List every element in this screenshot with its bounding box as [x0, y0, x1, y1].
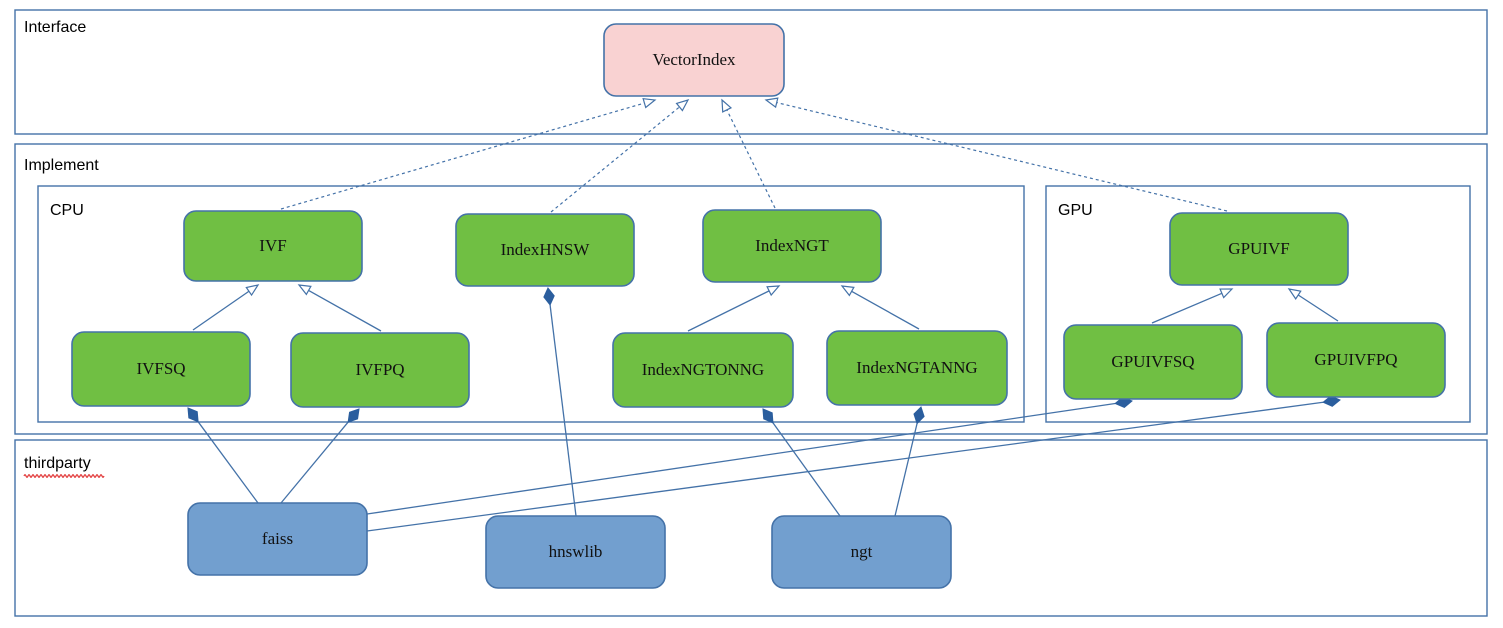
node-ivfpq[interactable]: IVFPQ	[290, 332, 470, 408]
node-indexngtanng[interactable]: IndexNGTANNG	[826, 330, 1008, 406]
node-label-indexngtonng: IndexNGTONNG	[642, 360, 764, 379]
edge-path-inheritance	[192, 290, 250, 331]
node-label-hnswlib: hnswlib	[549, 542, 603, 561]
node-label-indexngtanng: IndexNGTANNG	[856, 358, 977, 377]
inheritance-arrowhead	[1287, 288, 1302, 300]
edge-path-inheritance	[687, 290, 770, 332]
node-gpuivfsq[interactable]: GPUIVFSQ	[1063, 324, 1243, 400]
inheritance-arrowhead	[245, 284, 260, 297]
node-label-vectorindex: VectorIndex	[652, 50, 736, 69]
node-faiss[interactable]: faiss	[187, 502, 368, 576]
node-label-gpuivf: GPUIVF	[1228, 239, 1289, 258]
edge-ngt-indexngtonng	[762, 408, 841, 517]
edge-path-inheritance	[1151, 292, 1223, 324]
node-label-ngt: ngt	[851, 542, 873, 561]
node-indexngtonng[interactable]: IndexNGTONNG	[612, 332, 794, 408]
node-box-ngt[interactable]	[771, 515, 952, 589]
container-label-gpu: GPU	[1058, 202, 1093, 219]
node-box-ivfpq[interactable]	[290, 332, 470, 408]
edge-path-composition	[894, 423, 918, 517]
edge-path-composition	[366, 402, 1116, 515]
node-box-hnswlib[interactable]	[485, 515, 666, 589]
edge-ivfsq-ivf	[192, 284, 260, 331]
node-box-indexngt[interactable]	[702, 209, 882, 283]
node-label-gpuivfsq: GPUIVFSQ	[1111, 352, 1194, 371]
node-box-gpuivf[interactable]	[1169, 212, 1349, 286]
edge-ivf-vectorindex	[280, 97, 657, 210]
edge-path-composition	[280, 421, 349, 504]
spellcheck-underline-thirdparty	[23, 474, 105, 478]
edge-path-composition	[772, 422, 841, 517]
edge-gpuivfsq-gpuivf	[1151, 288, 1234, 324]
node-hnswlib[interactable]: hnswlib	[485, 515, 666, 589]
node-label-ivf: IVF	[259, 236, 286, 255]
node-label-faiss: faiss	[262, 529, 293, 548]
edge-path-composition	[549, 304, 577, 517]
edge-path-inheritance	[851, 290, 920, 330]
inheritance-arrowhead	[840, 285, 855, 297]
edge-indexngt-vectorindex	[721, 98, 776, 209]
node-box-indexhnsw[interactable]	[455, 213, 635, 287]
node-gpuivf[interactable]: GPUIVF	[1169, 212, 1349, 286]
edge-indexhnsw-vectorindex	[550, 99, 690, 213]
node-box-indexngtanng[interactable]	[826, 330, 1008, 406]
container-label-interface: Interface	[24, 19, 86, 36]
inheritance-arrowhead	[1219, 288, 1234, 299]
node-label-gpuivfpq: GPUIVFPQ	[1314, 350, 1397, 369]
edge-ngt-indexngtanng	[894, 406, 925, 517]
node-box-gpuivfpq[interactable]	[1266, 322, 1446, 398]
edge-faiss-ivfsq	[187, 407, 259, 504]
inheritance-arrowhead	[721, 98, 733, 113]
node-gpuivfpq[interactable]: GPUIVFPQ	[1266, 322, 1446, 398]
composition-diamond	[543, 287, 555, 306]
edge-path-realization	[550, 106, 680, 213]
inheritance-arrowhead	[766, 285, 781, 297]
node-label-ivfsq: IVFSQ	[136, 359, 185, 378]
node-box-indexngtonng[interactable]	[612, 332, 794, 408]
node-box-ivfsq[interactable]	[71, 331, 251, 407]
edge-group	[187, 97, 1341, 532]
inheritance-arrowhead	[675, 99, 690, 112]
node-box-vectorindex[interactable]	[603, 23, 785, 97]
node-ngt[interactable]: ngt	[771, 515, 952, 589]
node-box-faiss[interactable]	[187, 502, 368, 576]
node-label-indexhnsw: IndexHNSW	[501, 240, 591, 259]
edge-path-realization	[776, 101, 1228, 212]
composition-diamond	[347, 408, 360, 423]
edge-indexngtonng-indexngt	[687, 285, 781, 332]
node-label-indexngt: IndexNGT	[755, 236, 829, 255]
edge-gpuivf-vectorindex	[764, 97, 1228, 212]
composition-diamond	[913, 406, 925, 425]
node-ivf[interactable]: IVF	[183, 210, 363, 282]
inheritance-arrowhead	[764, 97, 779, 109]
node-indexngt[interactable]: IndexNGT	[702, 209, 882, 283]
edge-path-inheritance	[308, 289, 382, 332]
edge-path-inheritance	[1297, 294, 1339, 322]
edge-path-realization	[726, 109, 776, 209]
edge-faiss-ivfpq	[280, 408, 360, 504]
edge-path-composition	[197, 421, 259, 504]
composition-diamond	[762, 408, 774, 424]
inheritance-arrowhead	[297, 284, 312, 296]
container-label-cpu: CPU	[50, 202, 84, 219]
node-box-ivf[interactable]	[183, 210, 363, 282]
edge-path-composition	[366, 401, 1324, 532]
node-label-ivfpq: IVFPQ	[355, 360, 404, 379]
node-box-gpuivfsq[interactable]	[1063, 324, 1243, 400]
edge-indexngtanng-indexngt	[840, 285, 920, 330]
edge-hnswlib-indexhnsw	[543, 287, 577, 517]
container-label-implement: Implement	[24, 157, 99, 174]
node-vectorindex[interactable]: VectorIndex	[603, 23, 785, 97]
edge-gpuivfpq-gpuivf	[1287, 288, 1339, 322]
container-label-thirdparty: thirdparty	[24, 455, 91, 472]
edge-ivfpq-ivf	[297, 284, 382, 332]
node-indexhnsw[interactable]: IndexHNSW	[455, 213, 635, 287]
inheritance-arrowhead	[642, 97, 657, 109]
node-ivfsq[interactable]: IVFSQ	[71, 331, 251, 407]
composition-diamond	[187, 407, 199, 423]
